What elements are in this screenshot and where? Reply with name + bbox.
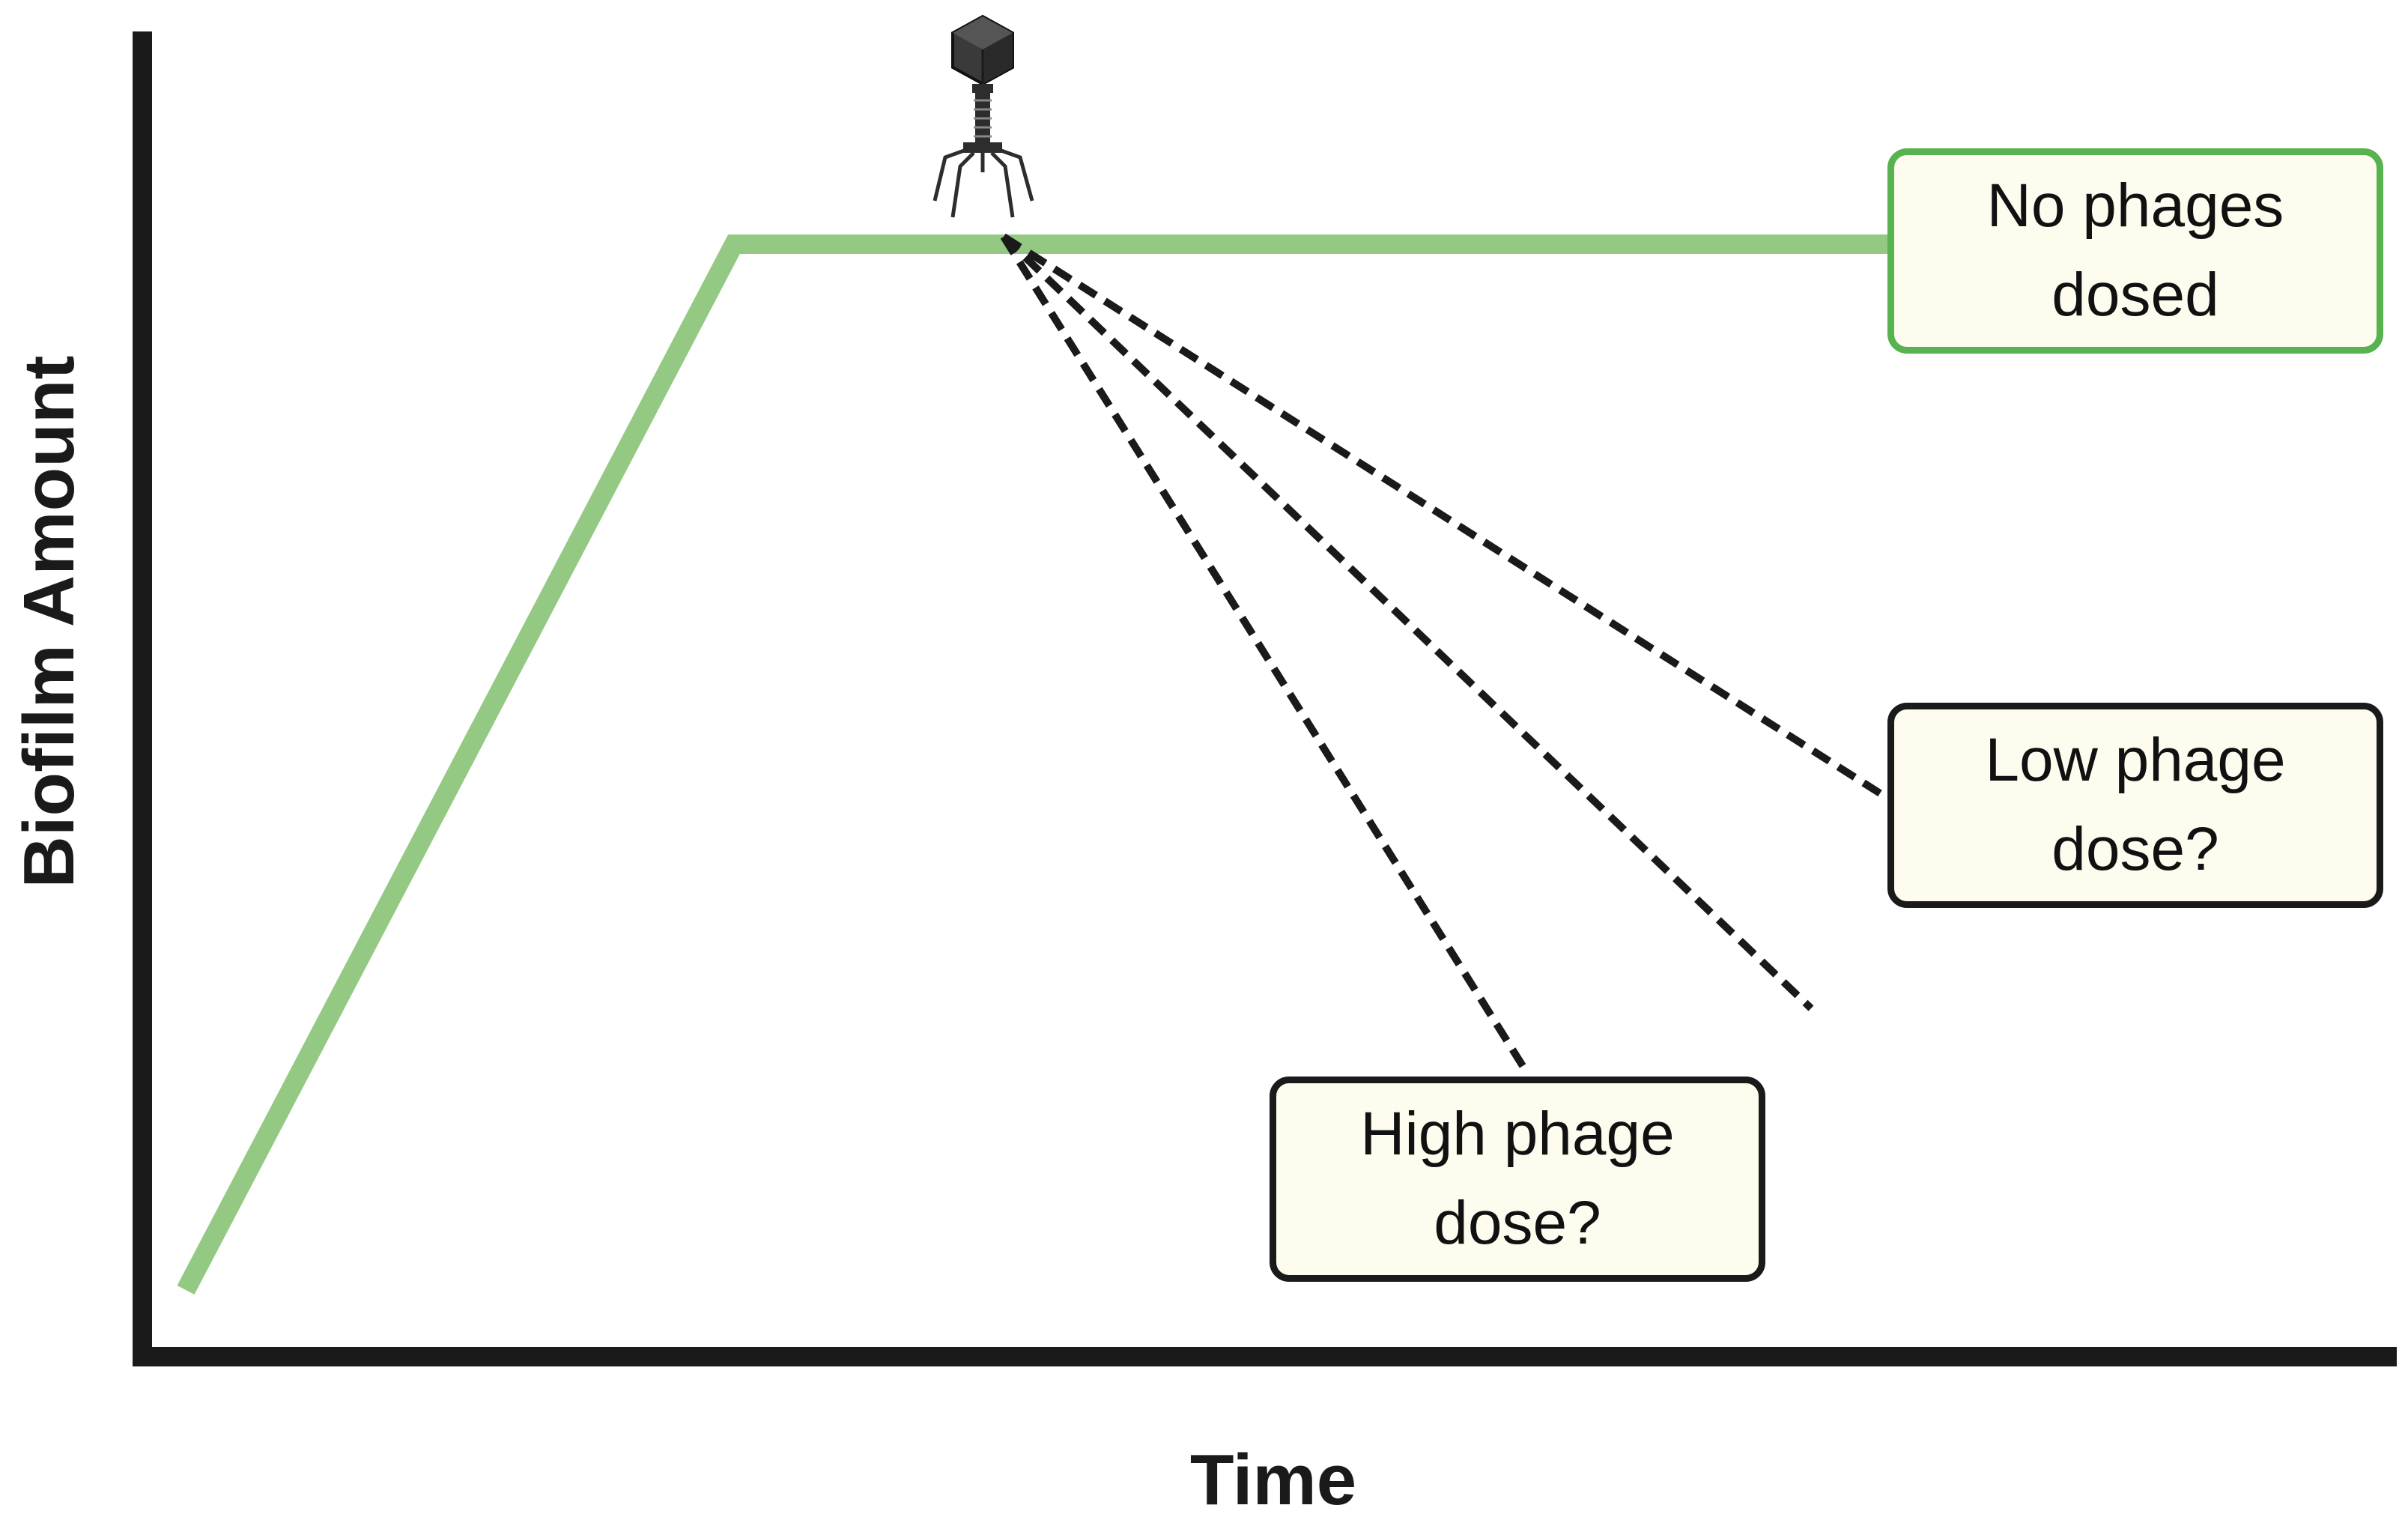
label-high-phage-dose: High phage dose? xyxy=(1270,1077,1765,1282)
bacteriophage-icon xyxy=(932,14,1034,218)
label-no-phages-text: No phages dosed xyxy=(1986,172,2284,329)
dashed-line-mid-dose xyxy=(1001,234,1814,1011)
x-axis-title: Time xyxy=(1189,1440,1357,1520)
y-axis-title: Biofilm Amount xyxy=(9,355,89,888)
label-high-dose-text: High phage dose? xyxy=(1360,1100,1675,1257)
label-no-phages-dosed: No phages dosed xyxy=(1887,148,2383,354)
dashed-line-low-dose xyxy=(1001,233,1888,801)
biofilm-curve-no-phages xyxy=(177,234,1889,1295)
dashed-line-high-dose xyxy=(1000,234,1532,1077)
label-low-dose-text: Low phage dose? xyxy=(1985,726,2286,883)
label-low-phage-dose: Low phage dose? xyxy=(1887,703,2383,908)
